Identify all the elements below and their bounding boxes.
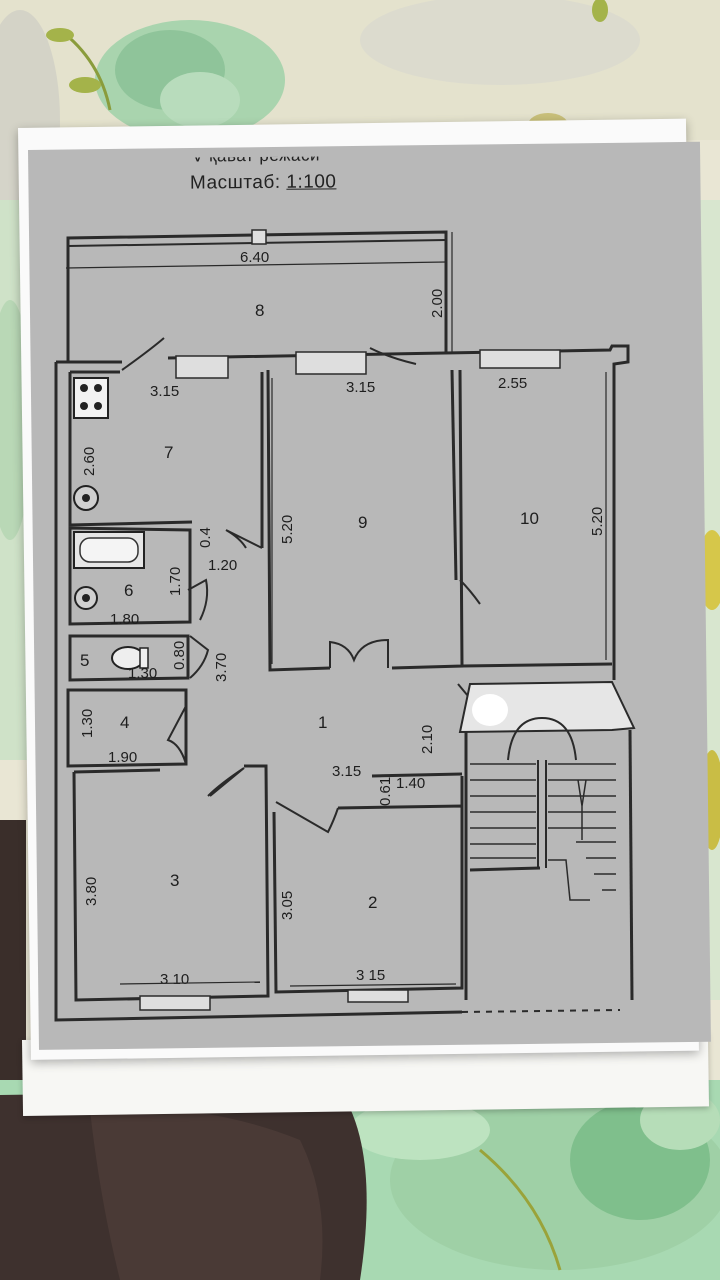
dim-balcony-depth: 2.00	[429, 289, 446, 318]
bathtub-icon	[73, 531, 145, 569]
dim-wall-04: 0.4	[197, 527, 214, 548]
dim-room3-width: 3 10	[160, 971, 189, 988]
dim-room2-width: 3 15	[356, 967, 385, 984]
dim-room10-width: 2.55	[498, 375, 527, 392]
dim-room4-depth: 1.30	[79, 709, 96, 738]
plan-windows	[139, 229, 561, 1011]
stove-icon	[73, 377, 109, 419]
washbasin-icon	[74, 586, 98, 610]
room-label-3: 3	[170, 871, 179, 890]
room-label-9: 9	[358, 513, 367, 532]
dim-room2-depth: 3.05	[279, 891, 296, 920]
room-label-2: 2	[368, 893, 377, 912]
dim-room10-depth: 5.20	[589, 507, 606, 536]
dim-hall-140: 1.40	[396, 775, 425, 792]
room-label-5: 5	[80, 651, 89, 670]
room-label-8: 8	[255, 301, 264, 320]
room-label-1: 1	[318, 713, 327, 732]
dim-balcony-width: 6.40	[240, 249, 269, 266]
dim-room6-depth: 1.70	[167, 567, 184, 596]
dim-room7-depth: 2.60	[81, 447, 98, 476]
dimension-lines	[65, 232, 607, 987]
dim-room9-width: 3.15	[346, 379, 375, 396]
toilet-icon	[111, 646, 149, 670]
room-label-10: 10	[520, 509, 539, 528]
sink-icon	[73, 485, 99, 511]
staircase	[458, 680, 636, 901]
dim-hall-width: 3.15	[332, 763, 361, 780]
dim-hall-061: 0.61	[377, 777, 394, 806]
dim-corridor-370: 3.70	[213, 653, 230, 682]
plan-doors	[121, 337, 481, 834]
dim-room9-depth: 5.20	[279, 515, 296, 544]
dim-corridor-120: 1.20	[208, 557, 237, 574]
dim-room5-width: 1.30	[128, 665, 157, 682]
room-label-7: 7	[164, 443, 173, 462]
dim-room3-depth: 3.80	[83, 877, 100, 906]
dim-hall-depth: 2.10	[419, 725, 436, 754]
room-label-6: 6	[124, 581, 133, 600]
rose-decoration-top	[46, 20, 285, 140]
dim-room4-width: 1.90	[108, 749, 137, 766]
dim-room7-width: 3.15	[150, 383, 179, 400]
room-label-4: 4	[120, 713, 129, 732]
dim-room5-depth: 0.80	[171, 641, 188, 670]
dim-room6-width: 1.80	[110, 611, 139, 628]
